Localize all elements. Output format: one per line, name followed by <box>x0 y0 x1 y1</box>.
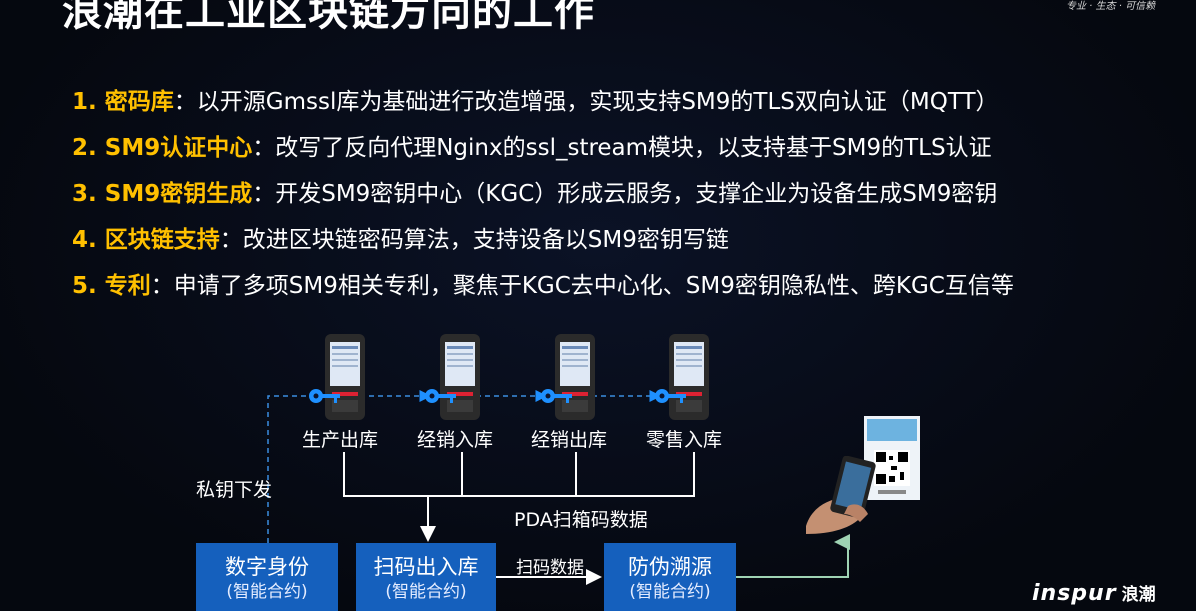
pda-device-icon <box>669 334 709 420</box>
pda-device-icon <box>555 334 595 420</box>
page-title: 浪潮在工业区块链方向的工作 <box>62 0 595 35</box>
phone-scan-icon <box>806 456 876 534</box>
key-icon <box>309 389 340 403</box>
list-item: 4.区块链支持：改进区块链密码算法，支持设备以SM9密钥写链 <box>72 227 729 253</box>
pda-bracket <box>343 452 695 497</box>
service-digital-identity: 数字身份 (智能合约) <box>196 543 338 611</box>
pda-label: 经销入库 <box>417 429 494 451</box>
service-scan-inout: 扫码出入库 (智能合约) <box>356 543 496 611</box>
inspur-logo: inspur 浪潮 <box>1032 581 1156 606</box>
list-item: 2.SM9认证中心：改写了反向代理Nginx的ssl_stream模块，以支持基… <box>72 135 992 161</box>
list-item: 1.密码库：以开源Gmssl库为基础进行改造增强，实现支持SM9的TLS双向认证… <box>72 89 999 115</box>
trace-line <box>736 534 850 578</box>
pda-label: 零售入库 <box>646 429 723 451</box>
qr-label-image <box>864 416 920 500</box>
key-distribution-line <box>267 395 320 543</box>
scan-data-label: 扫码数据 <box>516 558 584 578</box>
key-icon <box>655 389 686 403</box>
list-item: 3.SM9密钥生成：开发SM9密钥中心（KGC）形成云服务，支撑企业为设备生成S… <box>72 181 998 207</box>
list-item: 5.专利：申请了多项SM9相关专利，聚焦于KGC去中心化、SM9密钥隐私性、跨K… <box>72 273 1014 299</box>
slogan: 专业 · 生态 · 可信赖 <box>1066 1 1156 12</box>
work-points-list: 1.密码库：以开源Gmssl库为基础进行改造增强，实现支持SM9的TLS双向认证… <box>72 86 1014 316</box>
pda-data-label: PDA扫箱码数据 <box>514 509 648 531</box>
pda-label: 经销出库 <box>531 429 608 451</box>
pda-device-icon <box>325 334 365 420</box>
pda-device-icon <box>440 334 480 420</box>
pda-label: 生产出库 <box>302 429 379 451</box>
key-distribution-label: 私钥下发 <box>196 479 273 501</box>
key-icon <box>541 389 572 403</box>
service-anti-counterfeit: 防伪溯源 (智能合约) <box>604 543 736 611</box>
key-icon <box>425 389 456 403</box>
